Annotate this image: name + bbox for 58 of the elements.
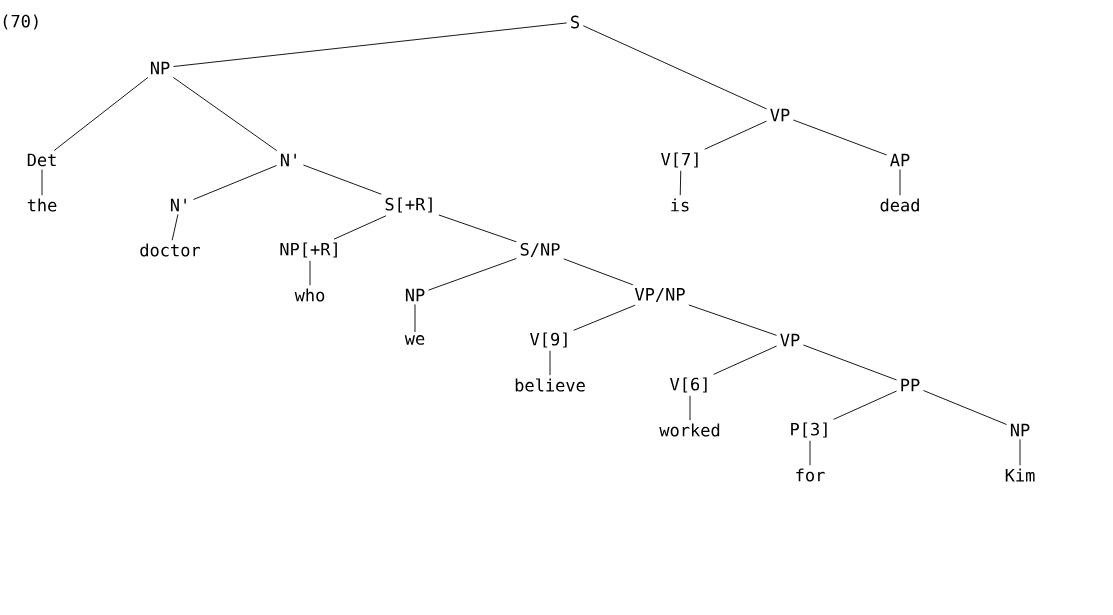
tree-branch [333,215,387,240]
tree-branch [171,213,179,241]
tree-branch [173,22,568,67]
tree-label: worked [659,423,720,437]
tree-label: the [27,198,57,212]
tree-label: is [671,198,689,212]
tree-branch [582,25,768,110]
tree-branch [428,258,517,291]
tree-label: believe [515,378,585,392]
tree-label: V[6] [670,377,707,393]
tree-label: S/NP [520,242,560,258]
tree-label: doctor [140,243,201,257]
example-number: (70) [3,14,38,30]
tree-branch [53,76,149,151]
tree-label: we [404,335,425,345]
tree-label: S [571,15,579,29]
tree-label: dead [880,198,919,212]
tree-branch [899,168,901,196]
tree-label: NP [1010,423,1030,437]
tree-branch [172,76,278,152]
tree-branch [713,345,778,375]
tree-label: P[3] [791,422,827,438]
tree-branch [688,304,778,336]
tree-branch [573,304,636,331]
tree-branch [303,164,382,195]
tree-branch [414,303,416,333]
tree-branch [679,170,682,196]
tree-label: who [294,288,325,302]
tree-label: NP [405,288,425,302]
tree-branch [193,165,278,200]
tree-branch [309,260,311,286]
tree-branch [923,390,1008,425]
tree-label: N' [170,198,186,212]
tree-label: PP [901,378,920,392]
tree-branch [438,214,517,243]
tree-branch [833,390,898,420]
tree-label: AP [890,153,910,167]
tree-label: N' [280,153,296,167]
tree-branch [563,258,634,286]
tree-branch [809,440,811,466]
tree-branch [549,350,551,376]
tree-branch [704,120,768,150]
tree-branch [1019,438,1021,466]
tree-label: for [796,468,825,482]
tree-branch [803,344,898,381]
tree-label: NP[+R] [280,242,337,258]
tree-label: Det [27,153,56,167]
tree-label: S[+R] [385,197,432,213]
tree-branch [41,169,43,196]
tree-branch [793,119,888,156]
tree-label: VP/NP [634,288,685,302]
tree-label: V[7] [661,152,698,168]
tree-label: VP [780,333,800,347]
tree-branch [689,395,691,421]
tree-label: V[9] [530,332,567,348]
tree-label: Kim [1005,468,1035,482]
tree-label: NP [150,61,170,75]
tree-label: VP [770,108,790,122]
